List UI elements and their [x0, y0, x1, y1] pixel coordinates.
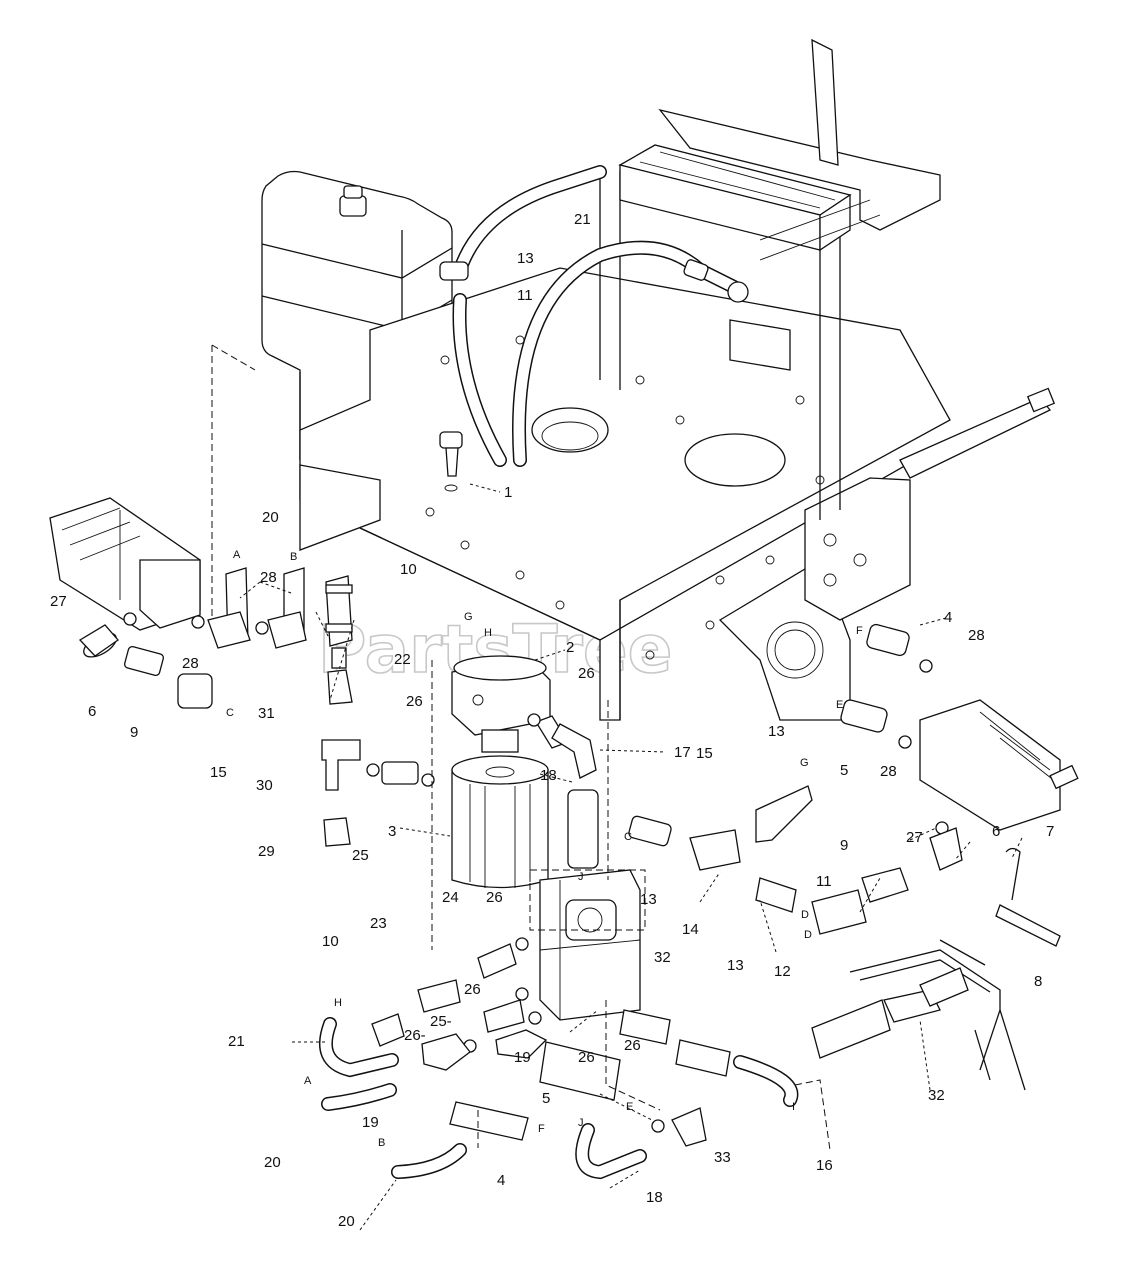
callout-26: 26 [578, 1049, 595, 1066]
oil-filter [451, 755, 549, 889]
callout-26: 26 [578, 665, 595, 682]
valve-block [529, 869, 646, 1021]
assembly-lines [211, 344, 831, 1151]
fittings-lower [319, 937, 969, 1180]
callout-31: 31 [258, 705, 275, 722]
bolt [439, 431, 463, 492]
connector-letter: J [578, 871, 584, 883]
deck-edge [849, 939, 1026, 1091]
callout-labels: 1 2 3 4 4 5 5 6 6 7 8 9 9 10 10 11 11 12… [50, 211, 1054, 1230]
callout-21: 21 [228, 1033, 245, 1050]
callout-19: 19 [514, 1049, 531, 1066]
right-hydro-pump [919, 699, 1079, 831]
callout-7: 7 [1046, 823, 1054, 840]
connector-letter: C [624, 831, 632, 843]
callout-26: 26 [406, 693, 423, 710]
callout-26: 26 [624, 1037, 641, 1054]
connector-letter: C [226, 707, 234, 719]
connector-letter: H [334, 997, 342, 1009]
callout-20: 20 [264, 1154, 281, 1171]
connector-letter: B [378, 1137, 385, 1149]
callout-9: 9 [130, 724, 138, 741]
callout-12: 12 [774, 963, 791, 980]
callout-9: 9 [840, 837, 848, 854]
callout-26: 26 [486, 889, 503, 906]
filter-head [451, 655, 551, 753]
connector-letter: A [233, 549, 241, 561]
axle-shaft [899, 387, 1056, 479]
callout-11: 11 [816, 873, 832, 890]
callout-26: 26 [464, 981, 481, 998]
callout-4: 4 [944, 609, 952, 626]
callout-33: 33 [714, 1149, 731, 1166]
callout-29: 29 [258, 843, 275, 860]
callout-5: 5 [840, 762, 848, 779]
callout-25: 25- [430, 1013, 452, 1030]
callout-3: 3 [388, 823, 396, 840]
callout-18: 18 [646, 1189, 663, 1206]
connector-letters: A B C C D D E E F F G G H H I J J A B [226, 549, 863, 1149]
callout-15: 15 [210, 764, 227, 781]
callout-6: 6 [992, 823, 1000, 840]
callout-27: 27 [50, 593, 67, 610]
connector-letter: I [792, 1101, 795, 1113]
callout-15: 15 [696, 745, 713, 762]
callout-17: 17 [674, 744, 691, 761]
callout-16: 16 [816, 1157, 833, 1174]
callout-24: 24 [442, 889, 459, 906]
callout-13: 13 [517, 250, 534, 267]
callout-25: 25 [352, 847, 369, 864]
left-hydro-pump [49, 497, 201, 631]
callout-20: 20 [262, 509, 279, 526]
connector-letter: F [538, 1123, 545, 1135]
callout-20: 20 [338, 1213, 355, 1230]
callout-28: 28 [880, 763, 897, 780]
callout-23: 23 [370, 915, 387, 932]
return-hoses [439, 165, 749, 467]
callout-22: 22 [394, 651, 411, 668]
connector-letter: F [856, 625, 863, 637]
callout-13: 13 [727, 957, 744, 974]
callout-6: 6 [88, 703, 96, 720]
callout-13: 13 [768, 723, 785, 740]
callout-26: 26- [404, 1027, 426, 1044]
callout-2: 2 [566, 639, 574, 656]
callout-27: 27 [906, 829, 923, 846]
callout-28: 28 [968, 627, 985, 644]
callout-32: 32 [654, 949, 671, 966]
connector-letter: E [626, 1101, 633, 1113]
connector-letter: D [801, 909, 809, 921]
callout-32: 32 [928, 1087, 945, 1104]
callout-10: 10 [400, 561, 417, 578]
callout-5: 5 [542, 1090, 550, 1107]
callout-18: 18 [540, 767, 557, 784]
callout-11: 11 [517, 287, 533, 304]
connector-letter: G [800, 757, 809, 769]
callout-21: 21 [574, 211, 591, 228]
connector-letter: E [836, 699, 843, 711]
connector-letter: H [484, 627, 492, 639]
connector-letter: A [304, 1075, 312, 1087]
callout-14: 14 [682, 921, 699, 938]
callout-4: 4 [497, 1172, 505, 1189]
callout-30: 30 [256, 777, 273, 794]
callout-13: 13 [640, 891, 657, 908]
connector-letter: J [578, 1117, 584, 1129]
connector-letter: G [464, 611, 473, 623]
callout-8: 8 [1034, 973, 1042, 990]
connector-letter: B [290, 551, 297, 563]
oil-cooler-assembly [599, 38, 941, 520]
connector-letter: D [804, 929, 812, 941]
leader-lines [239, 483, 1023, 1231]
fittings-left [78, 567, 435, 847]
fittings-right [527, 623, 1061, 947]
callout-1: 1 [504, 484, 512, 501]
callout-28: 28 [182, 655, 199, 672]
callout-10: 10 [322, 933, 339, 950]
callout-19: 19 [362, 1114, 379, 1131]
callout-28: 28 [260, 569, 277, 586]
